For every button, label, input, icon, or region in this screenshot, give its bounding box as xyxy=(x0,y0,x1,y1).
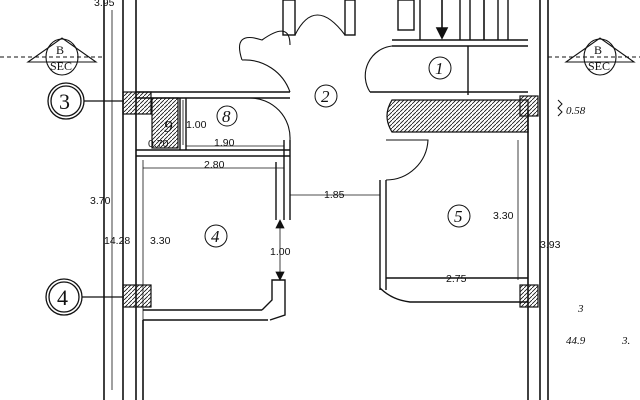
dim-3-70: 3.70 xyxy=(90,195,111,207)
dim-2-80: 2.80 xyxy=(204,159,225,171)
room-number-9: 9 xyxy=(164,117,173,136)
room-number-4: 4 xyxy=(204,224,228,248)
dim-2-75: 2.75 xyxy=(446,273,467,285)
axis-label-4: 4 xyxy=(57,285,68,310)
hand-note-b: 44.9 xyxy=(566,335,586,347)
dim-1-00-b: 1.00 xyxy=(270,246,291,258)
svg-text:5: 5 xyxy=(454,207,463,226)
hand-note-a: 3 xyxy=(577,303,584,315)
dim-1-90: 1.90 xyxy=(214,137,235,149)
inner-walls xyxy=(136,0,528,321)
dim-14-28: 14.28 xyxy=(104,235,130,247)
dim-1-85: 1.85 xyxy=(324,189,345,201)
dim-13-93: 3.93 xyxy=(540,239,561,251)
dim-1-00-a: 1.00 xyxy=(186,119,207,131)
section-label-right: SEC xyxy=(588,59,610,73)
svg-text:2: 2 xyxy=(321,87,330,106)
axis-label-3: 3 xyxy=(59,89,70,114)
dim-3-30-right: 3.30 xyxy=(493,210,514,222)
section-label-left: SEC xyxy=(50,59,72,73)
section-letter-right: B xyxy=(594,43,602,57)
svg-text:8: 8 xyxy=(222,107,231,126)
outer-walls xyxy=(103,0,549,400)
hand-note-c: 3. xyxy=(621,335,630,347)
svg-text:9: 9 xyxy=(164,117,173,136)
room-number-8: 8 xyxy=(216,105,238,127)
level-value: 0.58 xyxy=(566,105,586,117)
stair-arrows xyxy=(435,0,485,40)
section-letter-left: B xyxy=(56,43,64,57)
room-number-1: 1 xyxy=(428,56,452,80)
svg-text:1: 1 xyxy=(435,59,444,78)
axis-marker-4: 4 xyxy=(45,278,124,316)
section-marker-left: B SEC xyxy=(0,37,104,76)
dim-top-left: 3.95 xyxy=(94,0,115,9)
dim-0-70: 0.70 xyxy=(148,138,169,150)
dimension-lines xyxy=(111,10,528,390)
svg-text:4: 4 xyxy=(211,227,220,246)
section-marker-right: B SEC xyxy=(548,37,640,76)
room-number-5: 5 xyxy=(447,204,471,228)
dim-3-30-left: 3.30 xyxy=(150,235,171,247)
hatched-columns xyxy=(122,91,539,308)
level-note: 0.58 xyxy=(557,99,586,117)
room-number-2: 2 xyxy=(314,84,338,108)
axis-marker-3: 3 xyxy=(47,82,124,120)
door-swings xyxy=(238,14,429,181)
